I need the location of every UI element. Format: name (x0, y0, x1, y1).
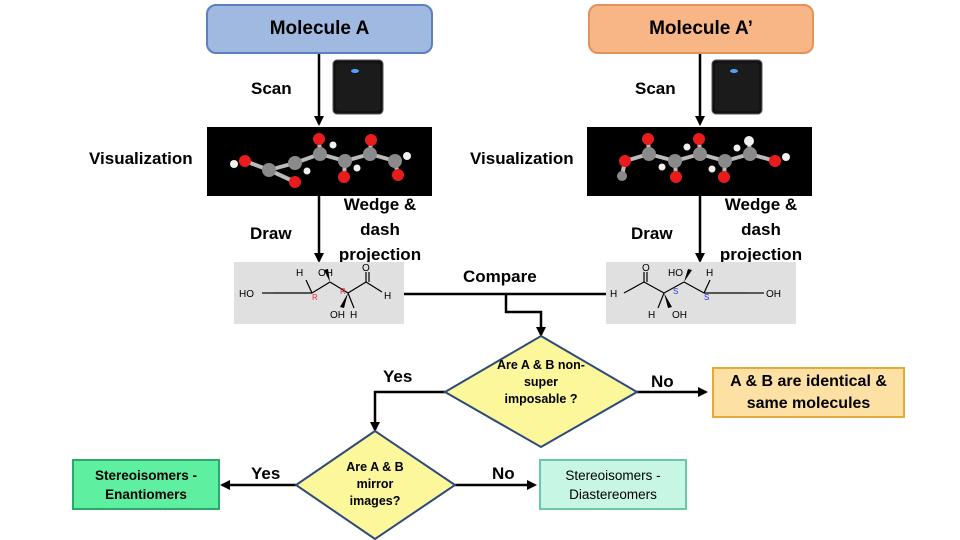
struct-b-group: HO (668, 268, 683, 279)
ball-stick-model-a-prime (617, 133, 790, 183)
ball-stick-model-a (230, 133, 411, 188)
struct-a-group: OH (330, 310, 345, 321)
visualization-label-a-prime: Visualization (470, 149, 574, 168)
diastereomers-outcome-box: Stereoisomers - Diastereomers (539, 459, 687, 510)
molecule-a-title: Molecule A (269, 18, 370, 39)
structure-panel-a: HO H OH R R O H OH H (234, 262, 404, 324)
arrow-decision1-yes (370, 390, 445, 432)
draw-label-a: Draw (250, 224, 292, 243)
struct-b-group: H (648, 310, 655, 321)
struct-b-config: S (704, 293, 709, 302)
structure-panel-a-prime: O H S S HO H OH H OH (606, 262, 796, 324)
decision2-diamond (294, 429, 457, 540)
struct-b-group: O (642, 263, 650, 274)
molecule-a-box: Molecule A (206, 4, 433, 54)
struct-a-config: R (312, 293, 318, 302)
draw-label-a-prime: Draw (631, 224, 673, 243)
diastereomers-outcome-text: Stereoisomers - Diastereomers (565, 467, 661, 502)
struct-a-group: OH (318, 268, 333, 279)
molecule-a-prime-box: Molecule A’ (588, 4, 814, 54)
decision2-yes-label: Yes (251, 464, 281, 483)
scanner-icon (332, 59, 384, 115)
visualization-panel-a-prime (587, 127, 812, 196)
struct-b-group: OH (672, 310, 687, 321)
decision2-text: Are A & B mirror images? (346, 460, 404, 508)
visualization-panel-a (207, 127, 432, 196)
compare-label: Compare (463, 267, 537, 286)
decision2-no-label: No (492, 464, 515, 483)
decision1-no-label: No (651, 372, 674, 391)
struct-b-config: S (673, 287, 678, 296)
struct-a-group: O (362, 263, 370, 274)
struct-a-config: R (340, 287, 346, 296)
arrow-compare-to-decision1 (504, 294, 546, 337)
decision1-text: Are A & B non-super imposable ? (497, 358, 585, 406)
wedge-dash-label-a: Wedge & dash projection (338, 195, 422, 262)
struct-a-group: H (350, 310, 357, 321)
decision1-yes-label: Yes (383, 367, 413, 386)
wedge-dash-label-a-prime: Wedge & dash projection (719, 195, 803, 262)
visualization-label-a: Visualization (89, 149, 193, 168)
scan-label-a: Scan (251, 79, 292, 98)
scan-label-a-prime: Scan (635, 79, 676, 98)
struct-a-group: H (296, 268, 303, 279)
enantiomers-outcome-box: Stereoisomers - Enantiomers (72, 459, 220, 510)
struct-b-group: H (610, 289, 617, 300)
identical-outcome-text: A & B are identical & same molecules (730, 372, 887, 412)
wedge-dash-structure-a: HO H OH R R O H OH H (239, 263, 391, 321)
molecule-a-prime-title: Molecule A’ (649, 18, 753, 39)
scanner-icon (711, 59, 763, 115)
struct-a-group: H (384, 291, 391, 302)
struct-b-group: OH (766, 289, 781, 300)
identical-outcome-box: A & B are identical & same molecules (712, 367, 905, 418)
struct-a-group: HO (239, 289, 254, 300)
wedge-dash-structure-a-prime: O H S S HO H OH H OH (610, 263, 781, 321)
decision1-diamond (443, 334, 639, 449)
struct-b-group: H (706, 268, 713, 279)
enantiomers-outcome-text: Stereoisomers - Enantiomers (94, 467, 198, 502)
